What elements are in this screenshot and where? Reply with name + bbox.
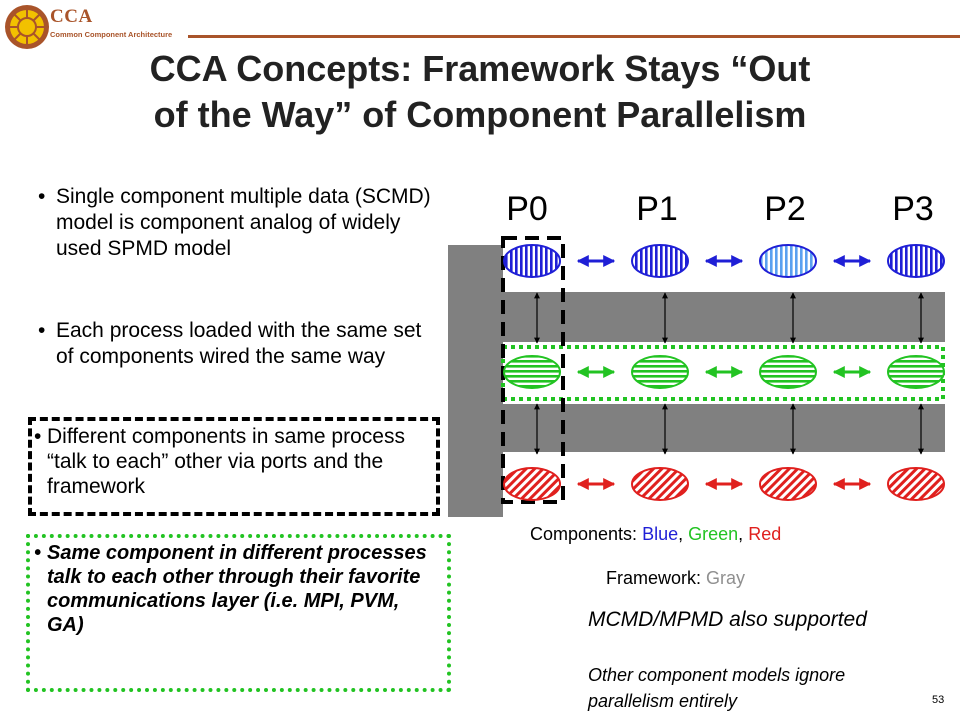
blue-component (503, 244, 561, 278)
header-rule (188, 35, 960, 38)
bullet-list-4: Same component in different processes ta… (34, 541, 439, 637)
legend-red: Red (748, 524, 782, 544)
process-label: P0 (506, 190, 548, 228)
dashed-callout-box (28, 417, 440, 516)
bullet-same-component: Same component in different processes ta… (34, 541, 439, 637)
bullet-diff-components: Different components in same process “ta… (34, 424, 434, 499)
parallelism-diagram: P0 P1 P2 P3 (448, 190, 945, 517)
green-component (759, 355, 817, 389)
title-line-2: of the Way” of Component Parallelism (153, 94, 807, 135)
p0-dashed-box (501, 236, 565, 504)
legend-gray: Gray (706, 568, 746, 588)
cca-logo-icon (5, 5, 49, 49)
framework-column (448, 245, 503, 517)
green-component (631, 355, 689, 389)
framework-legend: Framework: Gray (606, 568, 745, 589)
bullet-same-set: Each process loaded with the same set of… (38, 318, 438, 370)
slide-title: CCA Concepts: Framework Stays “Out of th… (40, 46, 920, 138)
process-label: P3 (892, 190, 934, 228)
components-legend-label: Components: (530, 524, 638, 544)
red-component (887, 467, 945, 501)
bullet-list-2: Each process loaded with the same set of… (38, 318, 438, 370)
blue-component (631, 244, 689, 278)
page-number: 53 (932, 694, 945, 706)
other-models-note: Other component models ignore parallelis… (588, 665, 846, 711)
green-component (887, 355, 945, 389)
components-legend: Components: Blue, Green, Red (530, 524, 782, 544)
framework-band-upper (503, 292, 945, 342)
red-component (503, 467, 561, 501)
bullet-scmd: Single component multiple data (SCMD) mo… (38, 184, 438, 262)
legend-blue: Blue (642, 524, 679, 544)
process-label: P2 (764, 190, 806, 228)
bullet-list-3: Different components in same process “ta… (34, 424, 434, 499)
logo-text: CCA (50, 6, 93, 27)
red-component (631, 467, 689, 501)
title-line-1: CCA Concepts: Framework Stays “Out (149, 48, 811, 89)
bullet-list-1: Single component multiple data (SCMD) mo… (38, 184, 438, 262)
process-label: P1 (636, 190, 678, 228)
dotted-callout-box (26, 534, 451, 692)
blue-component (887, 244, 945, 278)
framework-band-lower (503, 404, 945, 452)
logo-subtitle: Common Component Architecture (50, 30, 173, 39)
framework-legend-label: Framework: (606, 568, 702, 588)
legend-green: Green (688, 524, 739, 544)
green-component (503, 355, 561, 389)
blue-component (759, 244, 817, 278)
red-component (759, 467, 817, 501)
mcmd-note: MCMD/MPMD also supported (588, 608, 867, 631)
